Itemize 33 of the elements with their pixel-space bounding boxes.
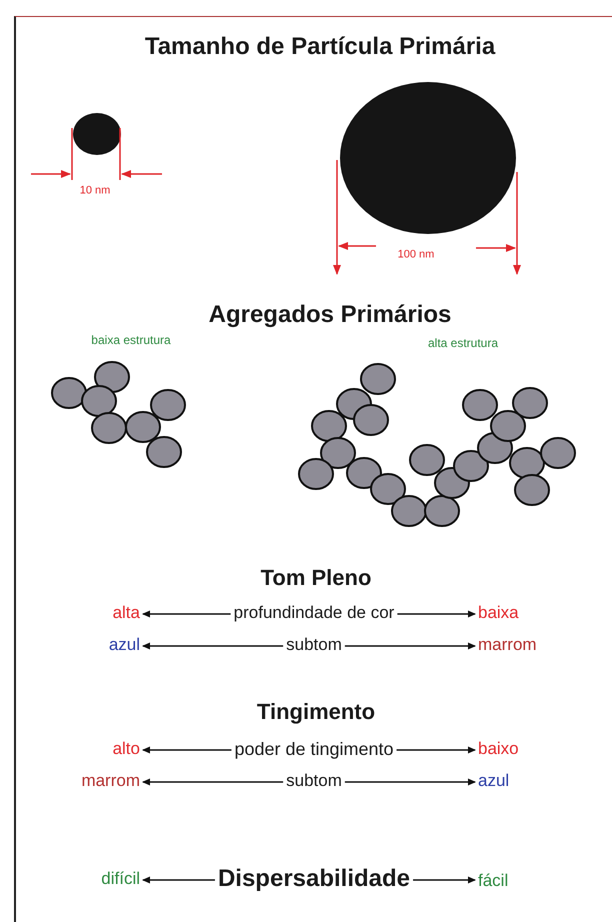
arrow xyxy=(396,746,476,754)
property-label: subtom xyxy=(286,633,342,657)
value-label: baixa xyxy=(478,601,519,625)
arrow xyxy=(142,642,284,650)
arrow xyxy=(142,876,215,884)
title: Tamanho de Partícula Primária xyxy=(144,32,496,62)
arrow xyxy=(142,746,232,754)
value-label: difícil xyxy=(101,867,140,891)
value-label: baixo xyxy=(478,737,519,761)
value-label: alta xyxy=(112,601,140,625)
arrow xyxy=(142,610,231,618)
arrow xyxy=(142,778,284,786)
arrow xyxy=(397,610,476,618)
arrow xyxy=(413,876,476,884)
value-label: azul xyxy=(478,769,510,793)
value-label: fácil xyxy=(478,869,508,893)
property-label: subtom xyxy=(286,769,342,793)
caption: alta estrutura xyxy=(428,337,498,349)
caption: baixa estrutura xyxy=(91,334,171,346)
value-label: marrom xyxy=(81,769,140,793)
dimension-label: 100 nm xyxy=(398,250,434,260)
property-label: Dispersabilidade xyxy=(218,867,410,891)
arrow xyxy=(344,642,476,650)
value-label: alto xyxy=(112,737,140,761)
dimension-label: 10 nm xyxy=(80,186,110,196)
value-label: marrom xyxy=(478,633,537,657)
property-label: poder de tingimento xyxy=(234,737,394,761)
arrow xyxy=(344,778,476,786)
property-label: profundindade de cor xyxy=(234,601,394,625)
section-heading: Tingimento xyxy=(256,701,376,723)
section-heading: Agregados Primários xyxy=(208,303,452,327)
section-heading: Tom Pleno xyxy=(260,567,372,589)
value-label: azul xyxy=(108,633,140,657)
